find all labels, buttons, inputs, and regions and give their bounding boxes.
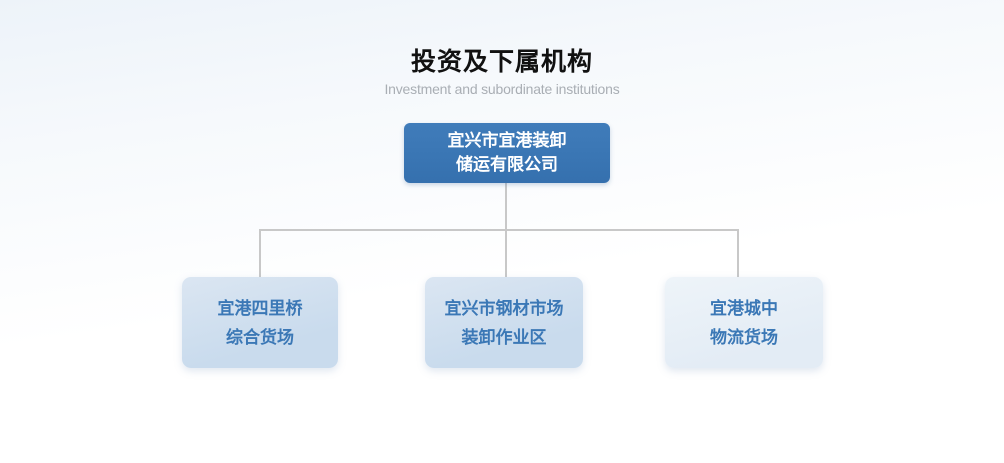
connector-root-stub <box>505 181 507 230</box>
org-node-child-3-label-line1: 宜港城中 <box>710 298 778 318</box>
org-node-child-2-label-line1: 宜兴市钢材市场 <box>444 298 564 318</box>
connector-drop-left <box>259 230 261 277</box>
connector-drop-right <box>737 230 739 277</box>
org-node-child-2: 宜兴市钢材市场 装卸作业区 <box>425 277 583 368</box>
org-node-child-1-label-line1: 宜港四里桥 <box>217 298 303 318</box>
page-subtitle: Investment and subordinate institutions <box>384 81 620 97</box>
org-node-child-1-label-line2: 综合货场 <box>226 327 294 347</box>
org-node-child-3-label-line2: 物流货场 <box>710 327 778 347</box>
org-node-root-label-line1: 宜兴市宜港装卸 <box>447 131 567 150</box>
org-node-root-label-line2: 储运有限公司 <box>456 155 558 174</box>
org-node-child-2-label-line2: 装卸作业区 <box>461 327 547 347</box>
org-node-child-1: 宜港四里桥 综合货场 <box>182 277 338 368</box>
org-node-root: 宜兴市宜港装卸 储运有限公司 <box>404 123 610 183</box>
page-title: 投资及下属机构 <box>410 48 593 76</box>
connector-horizontal <box>259 229 739 231</box>
header: 投资及下属机构 Investment and subordinate insti… <box>0 48 1004 98</box>
org-node-child-3: 宜港城中 物流货场 <box>665 277 823 368</box>
connector-drop-middle <box>505 230 507 277</box>
